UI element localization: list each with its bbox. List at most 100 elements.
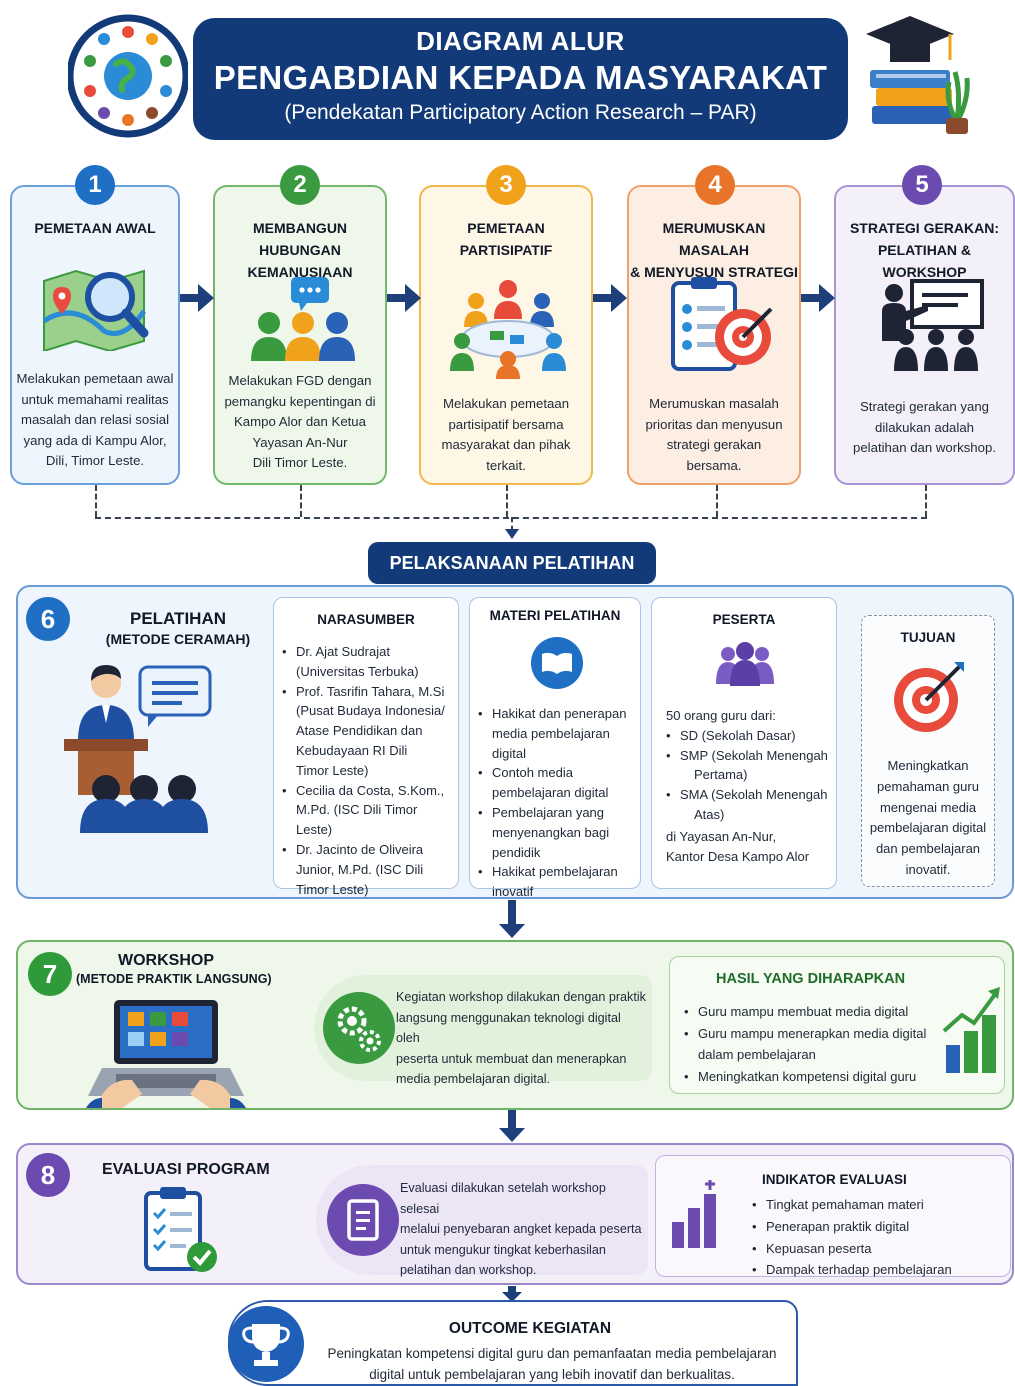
step-number-4: 4 <box>695 165 735 205</box>
step-title-2a: MEMBANGUN HUBUNGAN <box>252 220 348 258</box>
step-desc-1-line3: masalah dan relasi sosial <box>20 412 170 427</box>
step-desc-3-line2: partisipatif bersama <box>448 416 564 432</box>
presentation-icon <box>876 275 988 375</box>
materi-card: MATERI PELATIHAN Hakikat dan penerapanme… <box>469 597 641 899</box>
peserta-heading: PESERTA <box>712 612 776 627</box>
tujuan-heading: TUJUAN <box>900 630 956 645</box>
round-table-icon <box>448 279 568 379</box>
step-desc-4-line4: bersama. <box>686 457 742 473</box>
list-item: Guru mampu menerapkan media digitaldalam… <box>684 1023 934 1066</box>
list-item: Cecilia da Costa, S.Kom.,M.Pd. (ISC Dili… <box>282 781 456 840</box>
pelaksanaan-banner: PELAKSANAAN PELATIHAN <box>368 542 656 584</box>
tujuan-line5: dan pembelajaran <box>875 841 981 857</box>
step-desc-1-line2: untuk memahami realitas <box>21 391 169 407</box>
evaluasi-description-panel: Evaluasi dilakukan setelah workshop sele… <box>316 1165 648 1277</box>
indikator-card: INDIKATOR EVALUASI Tingkat pemahaman mat… <box>655 1155 1011 1281</box>
map-magnifier-icon <box>40 261 150 353</box>
arrow-1-2 <box>180 284 214 312</box>
peserta-intro: 50 orang guru dari: <box>666 708 776 723</box>
hasil-heading: HASIL YANG DIHARAPKAN <box>716 971 906 987</box>
section8-title: EVALUASI PROGRAM <box>102 1161 270 1178</box>
globe-people-icon <box>66 6 190 146</box>
connector-5 <box>925 485 927 517</box>
section-pelatihan: 6 PELATIHAN (METODE CERAMAH) NARASUMBER … <box>16 585 1014 899</box>
step-desc-5-line1: Strategi gerakan yang <box>859 399 990 414</box>
graduation-books-icon <box>862 10 977 140</box>
workshop-description-panel: Kegiatan workshop dilakukan dengan prakt… <box>314 975 652 1086</box>
peserta-location-1: di Yayasan An-Nur, <box>666 828 777 844</box>
step-desc-2-line2: pemangku kepentingan di <box>224 393 376 409</box>
list-item: SD (Sekolah Dasar) <box>666 726 836 746</box>
connector-4 <box>716 485 718 517</box>
workshop-desc-line2: langsung menggunakan teknologi digital o… <box>396 1010 621 1046</box>
step-number-2: 2 <box>280 165 320 205</box>
section-workshop: 7 WORKSHOP (METODE PRAKTIK LANGSUNG) <box>16 940 1014 1110</box>
step-desc-3-line3: masyarakat dan pihak <box>441 437 571 452</box>
section6-subtitle: (METODE CERAMAH) <box>105 631 251 647</box>
page-title: PENGABDIAN KEPADA MASYARAKAT <box>213 59 828 96</box>
step-desc-4-line2: prioritas dan menyusun <box>645 416 783 432</box>
arrow-2-3 <box>387 284 421 312</box>
section7-title: WORKSHOP <box>118 952 214 969</box>
section6-title: PELATIHAN <box>129 609 226 628</box>
step-title-5a: STRATEGI GERAKAN: <box>849 220 1000 236</box>
step-title-4b: & MENYUSUN STRATEGI <box>630 264 798 280</box>
peserta-location-2: Kantor Desa Kampo Alor <box>666 848 810 864</box>
tujuan-line3: mengenai media <box>879 799 977 815</box>
trophy-icon <box>226 1304 306 1384</box>
step-desc-2-line5: Dili Timor Leste. <box>252 455 348 470</box>
narasumber-heading: NARASUMBER <box>317 612 415 627</box>
list-item: Penerapan praktik digital <box>752 1216 1002 1238</box>
step-number-1: 1 <box>75 165 115 205</box>
header-banner: DIAGRAM ALUR PENGABDIAN KEPADA MASYARAKA… <box>193 18 848 140</box>
step-number-3: 3 <box>486 165 526 205</box>
tujuan-line1: Meningkatkan <box>887 758 969 773</box>
arrow-4-5 <box>801 284 835 312</box>
materi-heading: MATERI PELATIHAN <box>489 608 621 623</box>
step-desc-5-line3: pelatihan dan workshop. <box>853 440 996 455</box>
workshop-desc-line1: Kegiatan workshop dilakukan dengan prakt… <box>396 990 646 1004</box>
step-desc-2-line3: Kampo Alor dan Ketua <box>234 414 366 429</box>
evaluasi-desc-line2: melalui penyebaran angket kepada peserta <box>400 1222 642 1237</box>
clipboard-check-icon <box>142 1185 218 1275</box>
lecture-podium-icon <box>58 661 238 841</box>
gears-icon <box>322 991 396 1065</box>
section7-subtitle: (METODE PRAKTIK LANGSUNG) <box>76 972 272 986</box>
evaluasi-desc-line1: Evaluasi dilakukan setelah workshop sele… <box>400 1181 606 1216</box>
step-desc-1-line1: Melakukan pemetaan awal <box>16 371 174 386</box>
outcome-panel: OUTCOME KEGIATAN Peningkatan kompetensi … <box>228 1300 798 1386</box>
step-title-4a: MERUMUSKAN MASALAH <box>662 220 766 258</box>
discussion-group-icon <box>247 273 357 363</box>
section-number-7: 7 <box>28 952 72 996</box>
connector-1 <box>95 485 97 517</box>
step-title-2b: KEMANUSIAAN <box>247 264 353 280</box>
people-icon <box>714 640 776 688</box>
connector-2 <box>300 485 302 517</box>
step-desc-1-line5: Dili, Timor Leste. <box>45 453 145 468</box>
step-desc-1-line4: yang ada di Kampu Alor, <box>23 432 167 448</box>
arrow-8-outcome <box>498 1286 526 1302</box>
book-icon <box>530 636 584 690</box>
indikator-heading: INDIKATOR EVALUASI <box>762 1172 907 1187</box>
connector-arrow <box>502 517 522 543</box>
outcome-line1: Peningkatan kompetensi digital guru dan … <box>327 1346 777 1361</box>
step-desc-4-line1: Merumuskan masalah <box>649 396 779 411</box>
step-card-2: MEMBANGUN HUBUNGAN KEMANUSIAAN Melakukan… <box>213 185 387 485</box>
step-desc-2-line1: Melakukan FGD dengan <box>228 373 372 388</box>
step-desc-4-line3: strategi gerakan <box>666 437 762 452</box>
workshop-desc-line3: peserta untuk membuat dan menerapkan <box>396 1051 627 1066</box>
target-icon <box>892 660 966 734</box>
tujuan-card: TUJUAN Meningkatkan pemahaman guru menge… <box>861 615 995 887</box>
tujuan-line4: pembelajaran digital <box>869 820 987 836</box>
list-item: Tingkat pemahaman materi <box>752 1194 1002 1216</box>
arrow-3-4 <box>593 284 627 312</box>
step-desc-5-line2: dilakukan adalah <box>875 419 974 435</box>
peserta-card: PESERTA 50 orang guru dari: SD (Sekolah … <box>651 597 837 889</box>
hasil-card: HASIL YANG DIHARAPKAN Guru mampu membuat… <box>669 956 1005 1094</box>
step-desc-2-line4: Yayasan An-Nur <box>252 434 348 450</box>
list-item: Dampak terhadap pembelajaran <box>752 1259 1002 1281</box>
